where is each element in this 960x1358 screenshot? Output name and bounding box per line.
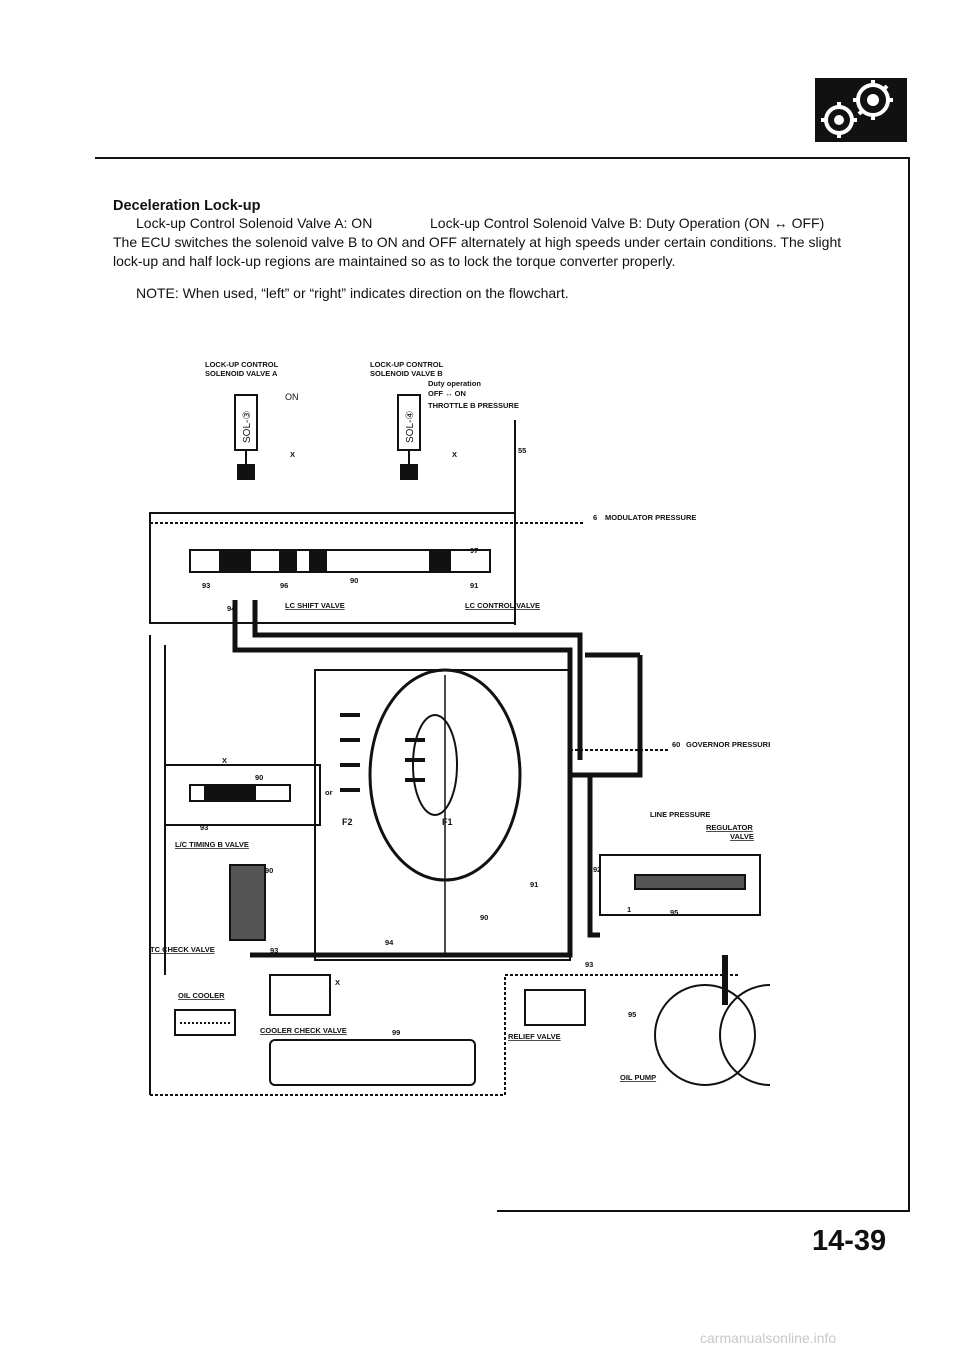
- lc-control-valve-label: LC CONTROL VALVE: [465, 601, 540, 610]
- solenoid-a-title-2: SOLENOID VALVE A: [205, 369, 278, 378]
- label-90-tc: 90: [265, 866, 273, 875]
- regulator-label-2: VALVE: [730, 832, 754, 841]
- label-97: 97: [470, 546, 478, 555]
- label-94-top: 94: [227, 604, 236, 613]
- solenoid-b-duty-2: OFF ↔ ON: [428, 389, 466, 398]
- label-90-timing: 90: [255, 773, 263, 782]
- label-96: 96: [280, 581, 288, 590]
- hydraulic-circuit-diagram: LOCK-UP CONTROL SOLENOID VALVE A ON SOL-…: [149, 360, 770, 1096]
- label-93-top: 93: [202, 581, 210, 590]
- oil-cooler: [174, 1009, 236, 1036]
- label-f2: F2: [342, 817, 353, 827]
- solenoid-a-body-label: SOL-③: [242, 411, 253, 443]
- label-93-tc: 93: [270, 946, 278, 955]
- label-93-timing: 93: [200, 823, 208, 832]
- label-93-relief: 93: [585, 960, 593, 969]
- label-6: 6: [593, 513, 597, 522]
- solenoid-b-state-text: Lock-up Control Solenoid Valve B: Duty O…: [430, 215, 825, 231]
- label-92: 92: [593, 865, 601, 874]
- lc-timing-valve-label: L/C TIMING B VALVE: [175, 840, 249, 849]
- label-91: 91: [530, 880, 538, 889]
- label-91-top: 91: [470, 581, 478, 590]
- solenoid-b-body-label: SOL-④: [405, 411, 416, 443]
- relief-valve-body: [524, 989, 586, 1026]
- lc-shift-valve-label: LC SHIFT VALVE: [285, 601, 345, 610]
- solenoid-b-duty-1: Duty operation: [428, 379, 481, 388]
- description-line-2: lock-up and half lock-up regions are mai…: [113, 253, 676, 269]
- solenoid-a-state-text: Lock-up Control Solenoid Valve A: ON: [136, 215, 373, 231]
- solenoid-b-title-2: SOLENOID VALVE B: [370, 369, 443, 378]
- description-line-1: The ECU switches the solenoid valve B to…: [113, 234, 842, 250]
- label-1: 1: [627, 905, 631, 914]
- label-95-relief: 95: [628, 1010, 636, 1019]
- label-90-top: 90: [350, 576, 358, 585]
- solenoid-a-title-1: LOCK-UP CONTROL: [205, 360, 279, 369]
- modulator-label: MODULATOR PRESSURE: [605, 513, 696, 522]
- solenoid-a-plunger: [237, 464, 255, 480]
- label-99: 99: [392, 1028, 400, 1037]
- solenoid-a-state: ON: [285, 392, 299, 402]
- frame-rule-top: [95, 157, 910, 159]
- label-60: 60: [672, 740, 680, 749]
- oil-cooler-label: OIL COOLER: [178, 991, 225, 1000]
- tc-check-valve-body: [229, 864, 266, 941]
- governor-label: GOVERNOR PRESSURE: [686, 740, 770, 749]
- label-95: 95: [670, 908, 678, 917]
- label-x-timing: X: [222, 756, 227, 765]
- section-title: Deceleration Lock-up: [113, 198, 261, 214]
- regulator-valve-body: [599, 854, 761, 916]
- label-x-cooler: X: [335, 978, 340, 987]
- note-text: NOTE: When used, “left” or “right” indic…: [136, 285, 569, 301]
- throttle-b-label: THROTTLE B PRESSURE: [428, 401, 519, 410]
- line-pressure-label: LINE PRESSURE: [650, 810, 710, 819]
- label-55: 55: [518, 446, 526, 455]
- cooler-check-valve-label: COOLER CHECK VALVE: [260, 1026, 347, 1035]
- lc-timing-valve-body: [164, 764, 321, 826]
- label-or: or: [325, 788, 333, 797]
- regulator-label-1: REGULATOR: [706, 823, 753, 832]
- label-90-bottom: 90: [480, 913, 488, 922]
- cooler-check-valve-body: [269, 974, 331, 1016]
- tc-check-valve-label: TC CHECK VALVE: [150, 945, 215, 954]
- frame-rule-right: [908, 157, 910, 1212]
- relief-valve-label: RELIEF VALVE: [508, 1032, 561, 1041]
- oil-pump-label: OIL PUMP: [620, 1073, 656, 1082]
- lc-shift-control-bore: [189, 549, 491, 573]
- oil-pump-gear-right: [719, 984, 770, 1086]
- watermark: carmanualsonline.info: [700, 1330, 837, 1346]
- oil-pump-gear-left: [654, 984, 756, 1086]
- solenoid-b-title-1: LOCK-UP CONTROL: [370, 360, 444, 369]
- label-f1: F1: [442, 817, 453, 827]
- label-94: 94: [385, 938, 394, 947]
- frame-rule-bottom: [497, 1210, 910, 1212]
- label-x-b: X: [452, 450, 457, 459]
- label-x-a: X: [290, 450, 295, 459]
- oil-sump: [269, 1039, 476, 1086]
- page-number: 14-39: [812, 1225, 887, 1257]
- gears-icon: [815, 78, 907, 142]
- upper-valve-body: [149, 512, 516, 624]
- solenoid-b-plunger: [400, 464, 418, 480]
